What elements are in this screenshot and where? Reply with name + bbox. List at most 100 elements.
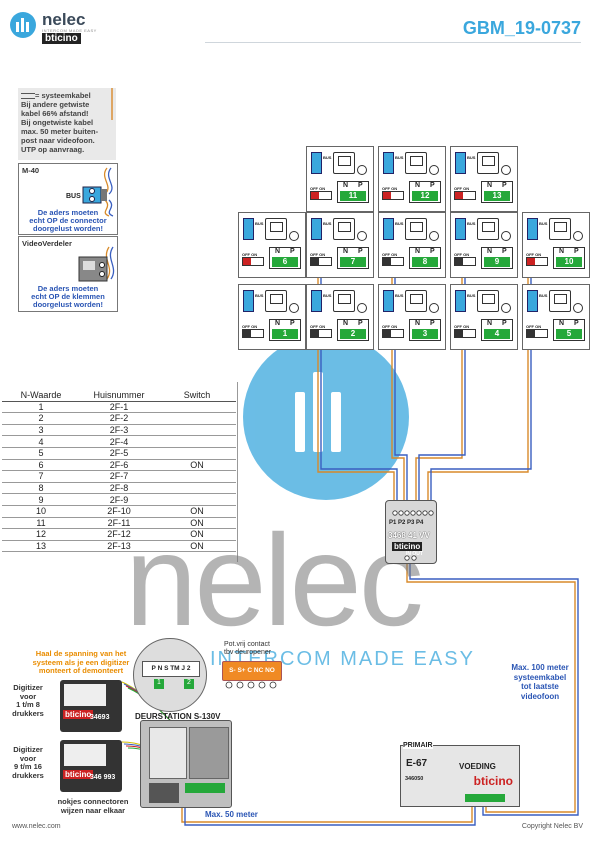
bus-connector-icon bbox=[243, 290, 254, 312]
switch-label: OFF ON bbox=[454, 186, 470, 191]
digitizer-1-brand: bticino bbox=[63, 710, 94, 719]
digitizer-warning: Haal de spanning van het systeem als je … bbox=[32, 649, 130, 675]
knob-icon bbox=[501, 231, 511, 241]
max-100-meter-note: Max. 100 meter systeemkabel tot laatste … bbox=[511, 663, 569, 701]
p-label: P bbox=[502, 182, 507, 189]
m40-note-1: De aders moeten bbox=[37, 208, 99, 217]
cell-switch bbox=[158, 412, 236, 425]
cell-switch: ON bbox=[158, 459, 236, 472]
knob-icon bbox=[429, 231, 439, 241]
n-label: N bbox=[559, 248, 565, 255]
n-label: N bbox=[343, 320, 349, 327]
knob-icon bbox=[501, 165, 511, 175]
unit-number: 3 bbox=[412, 329, 438, 339]
bus-label: BUS bbox=[467, 221, 476, 226]
videophone-icon bbox=[477, 152, 499, 174]
switch-label: OFF ON bbox=[310, 324, 326, 329]
deurstation-connector bbox=[149, 783, 179, 803]
terminal-zoom: P N S TM J 2 1 2 bbox=[133, 638, 207, 712]
bus-connector-icon bbox=[383, 218, 394, 240]
cell-huisnummer: 2F-6 bbox=[80, 459, 158, 472]
videophone-icon bbox=[549, 290, 571, 312]
m40-note-3: doorgelust worden! bbox=[33, 224, 103, 233]
cell-n-waarde: 9 bbox=[2, 493, 80, 506]
cell-n-waarde: 5 bbox=[2, 447, 80, 460]
digitizer1-label: Digitizer voor 1 t/m 8 drukkers bbox=[12, 683, 44, 718]
digitizer-1-panel bbox=[64, 684, 106, 706]
videophone-icon bbox=[405, 152, 427, 174]
systemkabel-legend: = systeemkabel Bij andere getwiste kabel… bbox=[18, 88, 116, 160]
bus-label: BUS bbox=[255, 293, 264, 298]
unit-number: 10 bbox=[556, 257, 582, 267]
bus-label: BUS bbox=[467, 155, 476, 160]
power-supply-model: E-67 bbox=[406, 758, 428, 769]
n-label: N bbox=[275, 320, 281, 327]
zoom-tag-2: 2 bbox=[184, 679, 194, 689]
zoom-tag-1: 1 bbox=[154, 679, 164, 689]
p-label: P bbox=[290, 320, 295, 327]
p-label: P bbox=[430, 320, 435, 327]
unit-number: 9 bbox=[484, 257, 510, 267]
title-divider bbox=[205, 42, 581, 43]
cell-switch bbox=[158, 482, 236, 495]
digitizer-2-model: 346 993 bbox=[90, 774, 116, 781]
m40-bus-label: BUS bbox=[66, 193, 81, 200]
dip-switch bbox=[382, 329, 404, 338]
videoverdeler-note-2: echt OP de klemmen bbox=[31, 292, 105, 301]
nelec-logo-icon bbox=[10, 12, 36, 38]
switch-label: OFF ON bbox=[310, 186, 326, 191]
legend-note-6: UTP op aanvraag. bbox=[21, 145, 85, 154]
cell-switch bbox=[158, 424, 236, 437]
digitizer-1-model: 34693 bbox=[90, 714, 110, 721]
bus-connector-icon bbox=[311, 218, 322, 240]
knob-icon bbox=[357, 231, 367, 241]
videoverdeler-title: VideoVerdeler bbox=[22, 239, 72, 248]
m40-note-2: echt OP de connector bbox=[29, 216, 107, 225]
cell-switch bbox=[158, 401, 236, 414]
unit-number: 2 bbox=[340, 329, 366, 339]
digitizer-1: bticino 34693 bbox=[60, 680, 122, 732]
cell-switch: ON bbox=[158, 505, 236, 518]
cell-switch: ON bbox=[158, 540, 236, 553]
footer-copyright: Copyright Nelec BV bbox=[521, 823, 583, 830]
terminal-screws bbox=[225, 681, 277, 689]
knob-icon bbox=[501, 303, 511, 313]
videophone-icon bbox=[405, 290, 427, 312]
videophone-icon bbox=[477, 218, 499, 240]
videoverdeler-drawing bbox=[78, 246, 115, 282]
p-label: P bbox=[358, 320, 363, 327]
bus-label: BUS bbox=[323, 221, 332, 226]
deurstation-module bbox=[149, 727, 187, 779]
videophone-icon bbox=[333, 290, 355, 312]
switch-label: OFF ON bbox=[382, 186, 398, 191]
cell-switch bbox=[158, 447, 236, 460]
cell-huisnummer: 2F-7 bbox=[80, 470, 158, 483]
digitizer-2-brand: bticino bbox=[63, 770, 94, 779]
cell-switch: ON bbox=[158, 528, 236, 541]
bus-connector-icon bbox=[383, 290, 394, 312]
knob-icon bbox=[573, 231, 583, 241]
unit-number: 6 bbox=[272, 257, 298, 267]
deuropener-terminal-block: S- S+ C NC NO bbox=[222, 661, 282, 681]
bus-label: BUS bbox=[539, 221, 548, 226]
n-label: N bbox=[487, 320, 493, 327]
